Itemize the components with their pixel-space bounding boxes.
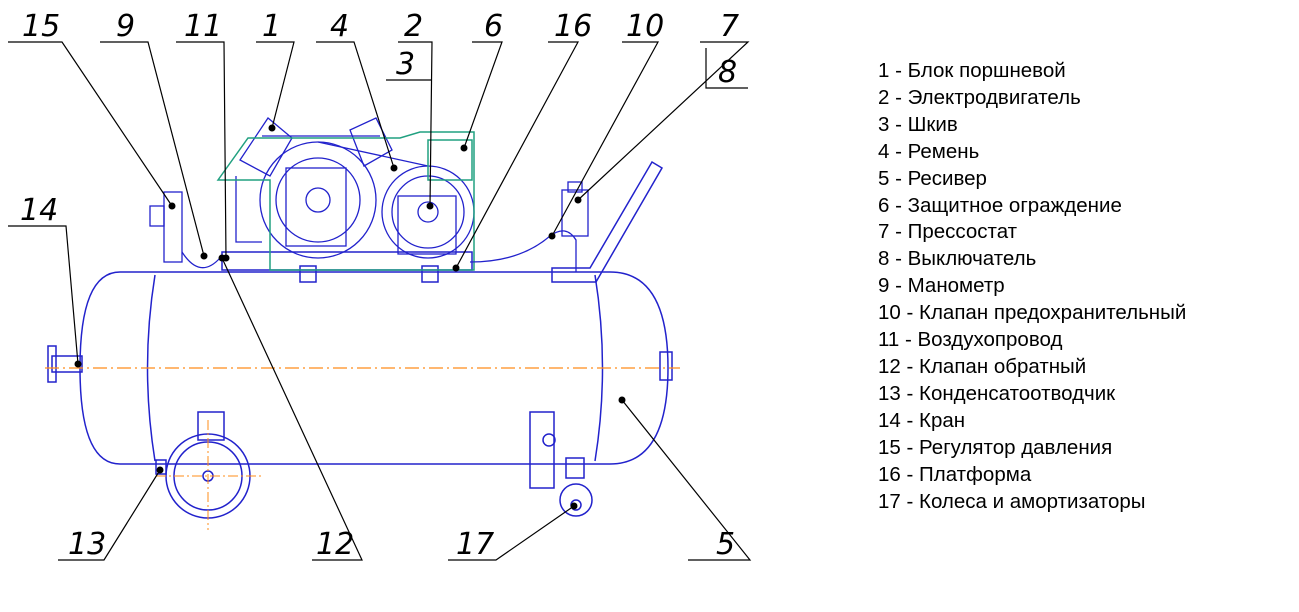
callout-15: 15: [22, 9, 60, 44]
callout-2: 2: [404, 9, 423, 44]
callout-3: 3: [396, 47, 415, 82]
legend-item: 7 - Прессостат: [878, 220, 1018, 244]
legend-item: 12 - Клапан обратный: [878, 354, 1087, 378]
legend-item: 16 - Платформа: [878, 462, 1032, 486]
legend-item: 10 - Клапан предохранительный: [878, 301, 1187, 325]
legend-item: 5 - Ресивер: [878, 166, 987, 190]
callout-16: 16: [554, 9, 592, 44]
tank-handle: [551, 160, 664, 283]
platform: [221, 251, 473, 283]
callout-11: 11: [184, 9, 222, 44]
callout-14: 14: [20, 193, 58, 228]
legend-item: 11 - Воздухопровод: [878, 328, 1063, 352]
piston-block: [235, 117, 393, 259]
legend-item: 9 - Манометр: [878, 274, 1005, 298]
legend-item: 8 - Выключатель: [878, 247, 1037, 271]
callout-8: 8: [718, 55, 737, 90]
callout-10: 10: [626, 9, 664, 44]
legend-item: 17 - Колеса и амортизаторы: [878, 489, 1146, 513]
callout-1: 1: [262, 9, 281, 44]
legend-item: 6 - Защитное ограждение: [878, 193, 1122, 217]
legend-item: 3 - Шкив: [878, 112, 958, 136]
right-wheel: [529, 411, 593, 517]
callout-9: 9: [116, 9, 135, 44]
pressure-regulator: [149, 191, 221, 269]
callout-13: 13: [68, 527, 106, 562]
legend-item: 1 - Блок поршневой: [878, 59, 1066, 82]
parts-legend: 1 - Блок поршневой 2 - Электродвигатель …: [878, 58, 1186, 515]
callout-7: 7: [720, 9, 739, 44]
legend-item: 4 - Ремень: [878, 139, 980, 163]
leader-dots: [74, 124, 626, 510]
protective-guard: [216, 131, 475, 271]
legend-item: 15 - Регулятор давления: [878, 435, 1113, 459]
legend-item: 14 - Кран: [878, 408, 966, 432]
callout-12: 12: [316, 527, 354, 562]
compressor-diagram: 15 9 11 1 4 2 3 6 16 10 7 8 14 13 12 17 …: [8, 9, 752, 562]
leader-lines: [8, 41, 752, 561]
motor: [317, 141, 475, 259]
callout-4: 4: [330, 9, 349, 44]
callout-5: 5: [716, 527, 735, 562]
pressure-switch: [469, 181, 589, 272]
callout-6: 6: [484, 9, 503, 44]
callout-17: 17: [456, 527, 494, 562]
left-wheel: [155, 411, 251, 519]
legend-item: 13 - Конденсатоотводчик: [878, 381, 1116, 405]
legend-item: 2 - Электродвигатель: [878, 85, 1081, 109]
